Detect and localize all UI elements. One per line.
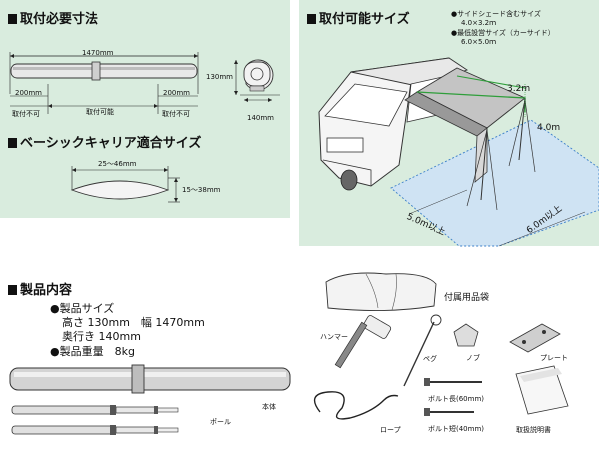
not-mountable-left-label: 取付不可 — [12, 110, 40, 118]
left-margin-label: 200mm — [15, 89, 42, 97]
mountable-label: 取付可能 — [86, 108, 114, 116]
product-size-label: ●製品サイズ — [50, 302, 115, 315]
dim-side-label: 4.0m — [537, 123, 561, 133]
note-shade-included-value: 4.0×3.2ｍ — [461, 19, 497, 27]
carrier-height-label: 15〜38mm — [182, 186, 221, 194]
body-and-poles-drawing — [9, 364, 291, 435]
required-size-heading: 取付必要寸法 — [8, 12, 98, 27]
carrier-width-label: 25〜46mm — [98, 160, 137, 168]
note-minimum-setup-value: 6.0×5.0ｍ — [461, 38, 497, 46]
rope-label: ロープ — [380, 426, 401, 434]
awning-dimension-drawing — [9, 52, 280, 203]
body-label: 本体 — [262, 403, 276, 411]
manual-label: 取扱説明書 — [516, 426, 551, 434]
total-length-label: 1470mm — [82, 49, 114, 57]
mountable-size-heading: 取付可能サイズ — [307, 12, 410, 27]
dim-top-label: 3.2m — [507, 84, 531, 94]
accessory-bag-label: 付属用品袋 — [444, 293, 490, 303]
product-weight-line: ●製品重量 8kg — [50, 345, 135, 358]
height-label: 130mm — [206, 73, 233, 81]
hammer-label: ハンマー — [320, 333, 348, 341]
pole-label: ポール — [210, 418, 231, 426]
depth-label: 140mm — [247, 114, 274, 122]
product-size-line1: 高さ 130mm 幅 1470mm — [62, 316, 205, 329]
note-shade-included: ●サイドシェード含むサイズ — [451, 10, 541, 18]
plate-label: プレート — [540, 354, 568, 362]
carrier-heading: ベーシックキャリア適合サイズ — [8, 136, 201, 151]
product-size-line2: 奥行き 140mm — [62, 330, 141, 343]
bolt-short-label: ボルト短(40mm) — [428, 425, 485, 433]
right-margin-label: 200mm — [163, 89, 190, 97]
note-minimum-setup: ●最低設営サイズ（カーサイド） — [451, 29, 555, 37]
knob-label: ノブ — [466, 354, 480, 362]
car-awning-illustration — [318, 57, 599, 247]
not-mountable-right-label: 取付不可 — [162, 110, 190, 118]
contents-heading: 製品内容 — [8, 283, 72, 298]
required-size-panel: 取付必要寸法 1470mm — [0, 0, 290, 218]
peg-label: ペグ — [423, 355, 437, 363]
mountable-size-panel: 取付可能サイズ ●サイドシェード含むサイズ 4.0×3.2ｍ ●最低設営サイズ（… — [299, 0, 599, 247]
bolt-long-label: ボルト長(60mm) — [428, 395, 485, 403]
accessories-drawing — [313, 272, 569, 420]
